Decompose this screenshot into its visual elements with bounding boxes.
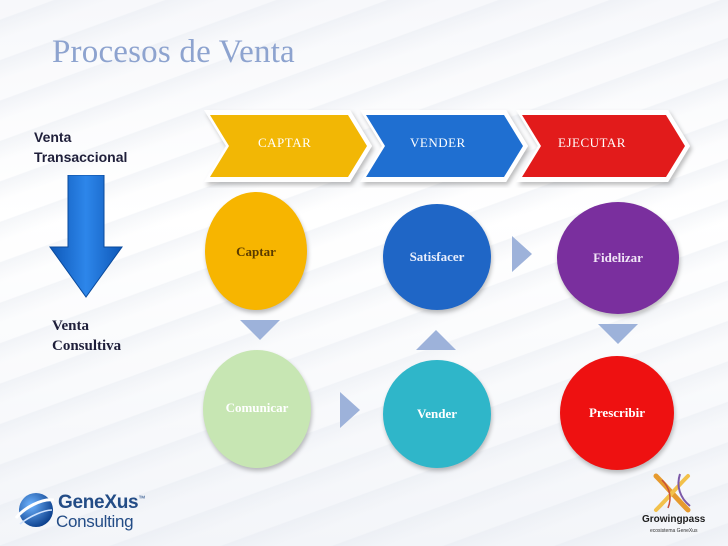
- stage-label-ejecutar: EJECUTAR: [558, 135, 626, 150]
- circle-satisfacer-label: Satisfacer: [409, 249, 465, 264]
- circle-prescribir-label: Prescribir: [588, 405, 646, 420]
- arrow-down-fidelizar-prescribir-icon: [598, 324, 638, 344]
- genexus-logo-line1: GeneXus: [58, 492, 139, 513]
- genexus-logo-text: GeneXus™: [58, 492, 145, 514]
- venta-transaccional-line1: Venta: [34, 129, 72, 145]
- genexus-globe-logo-icon: [14, 493, 54, 527]
- arrow-down-captar-comunicar-icon: [240, 320, 280, 340]
- venta-consultiva-label: Venta Consultiva: [52, 316, 121, 356]
- circle-fidelizar-label: Fidelizar: [593, 250, 643, 265]
- venta-consultiva-line2: Consultiva: [52, 338, 122, 354]
- circle-captar-label: Captar: [236, 244, 276, 259]
- down-arrow-icon: [49, 175, 123, 298]
- arrow-right-satisfacer-fidelizar-icon: [512, 236, 532, 272]
- circle-fidelizar: Fidelizar: [557, 202, 679, 314]
- growingpass-tagline: ecosistema GeneXus: [650, 528, 698, 534]
- circle-comunicar-label: Comunicar: [225, 400, 289, 415]
- circle-prescribir: Prescribir: [560, 356, 674, 470]
- circle-vender-label: Vender: [417, 406, 457, 421]
- venta-transaccional-line2: Transaccional: [34, 149, 128, 165]
- circle-vender: Vender: [383, 360, 491, 468]
- arrow-right-comunicar-vender-icon: [340, 392, 360, 428]
- circle-captar: Captar: [205, 192, 307, 310]
- stage-label-captar: CAPTAR: [258, 135, 312, 150]
- growingpass-logo-text: Growingpass: [642, 514, 706, 525]
- consulting-logo-text: Consulting: [56, 512, 134, 531]
- genexus-logo-tm: ™: [138, 495, 145, 503]
- stage-label-vender: VENDER: [410, 135, 466, 150]
- venta-transaccional-label: Venta Transaccional: [34, 127, 127, 167]
- growingpass-x-logo-icon: [653, 473, 691, 513]
- stage-chevrons: [204, 110, 690, 182]
- page-title: Procesos de Venta: [52, 34, 295, 70]
- venta-consultiva-line1: Venta: [52, 318, 89, 334]
- circle-comunicar: Comunicar: [203, 350, 311, 468]
- circle-satisfacer: Satisfacer: [383, 204, 491, 310]
- arrow-up-vender-satisfacer-icon: [416, 330, 456, 350]
